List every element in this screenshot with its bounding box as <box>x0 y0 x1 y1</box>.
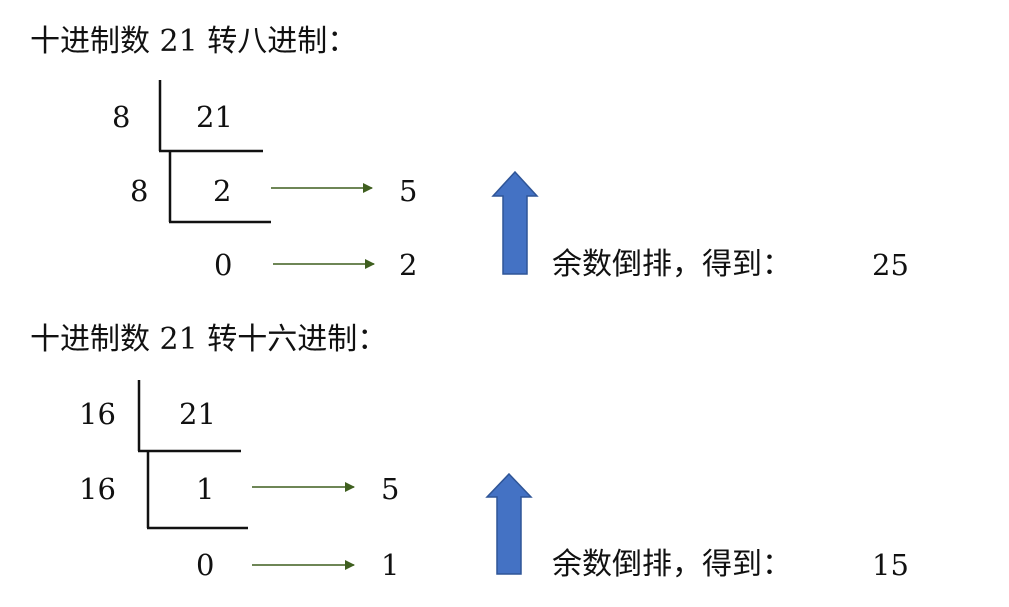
hex-result-label: 余数倒排，得到： <box>552 547 792 582</box>
hex-step2-divisor: 16 <box>79 472 116 506</box>
octal-step3-quotient: 0 <box>214 248 233 282</box>
octal-step1-dividend: 21 <box>196 100 233 134</box>
octal-step3-remainder: 2 <box>399 248 418 282</box>
octal-result-label: 余数倒排，得到： <box>552 247 792 282</box>
hex-step1-dividend: 21 <box>179 397 216 431</box>
octal-step2-dividend: 2 <box>213 174 232 208</box>
hex-step1-divisor: 16 <box>79 397 116 431</box>
octal-step2-remainder: 5 <box>399 174 418 208</box>
hex-step3-remainder: 1 <box>381 548 400 582</box>
hex-reverse-order-up-arrow <box>485 472 533 575</box>
hex-result-value: 15 <box>872 548 909 582</box>
hex-step2-dividend: 1 <box>196 472 215 506</box>
octal-step2-divisor: 8 <box>130 174 149 208</box>
octal-result-value: 25 <box>872 248 909 282</box>
section-octal-title: 十进制数 21 转八进制： <box>30 24 358 59</box>
octal-reverse-order-up-arrow <box>491 170 539 275</box>
hex-step3-quotient: 0 <box>196 548 215 582</box>
section-hex-title: 十进制数 21 转十六进制： <box>30 322 388 357</box>
octal-step1-divisor: 8 <box>112 100 131 134</box>
hex-step2-remainder: 5 <box>381 472 400 506</box>
